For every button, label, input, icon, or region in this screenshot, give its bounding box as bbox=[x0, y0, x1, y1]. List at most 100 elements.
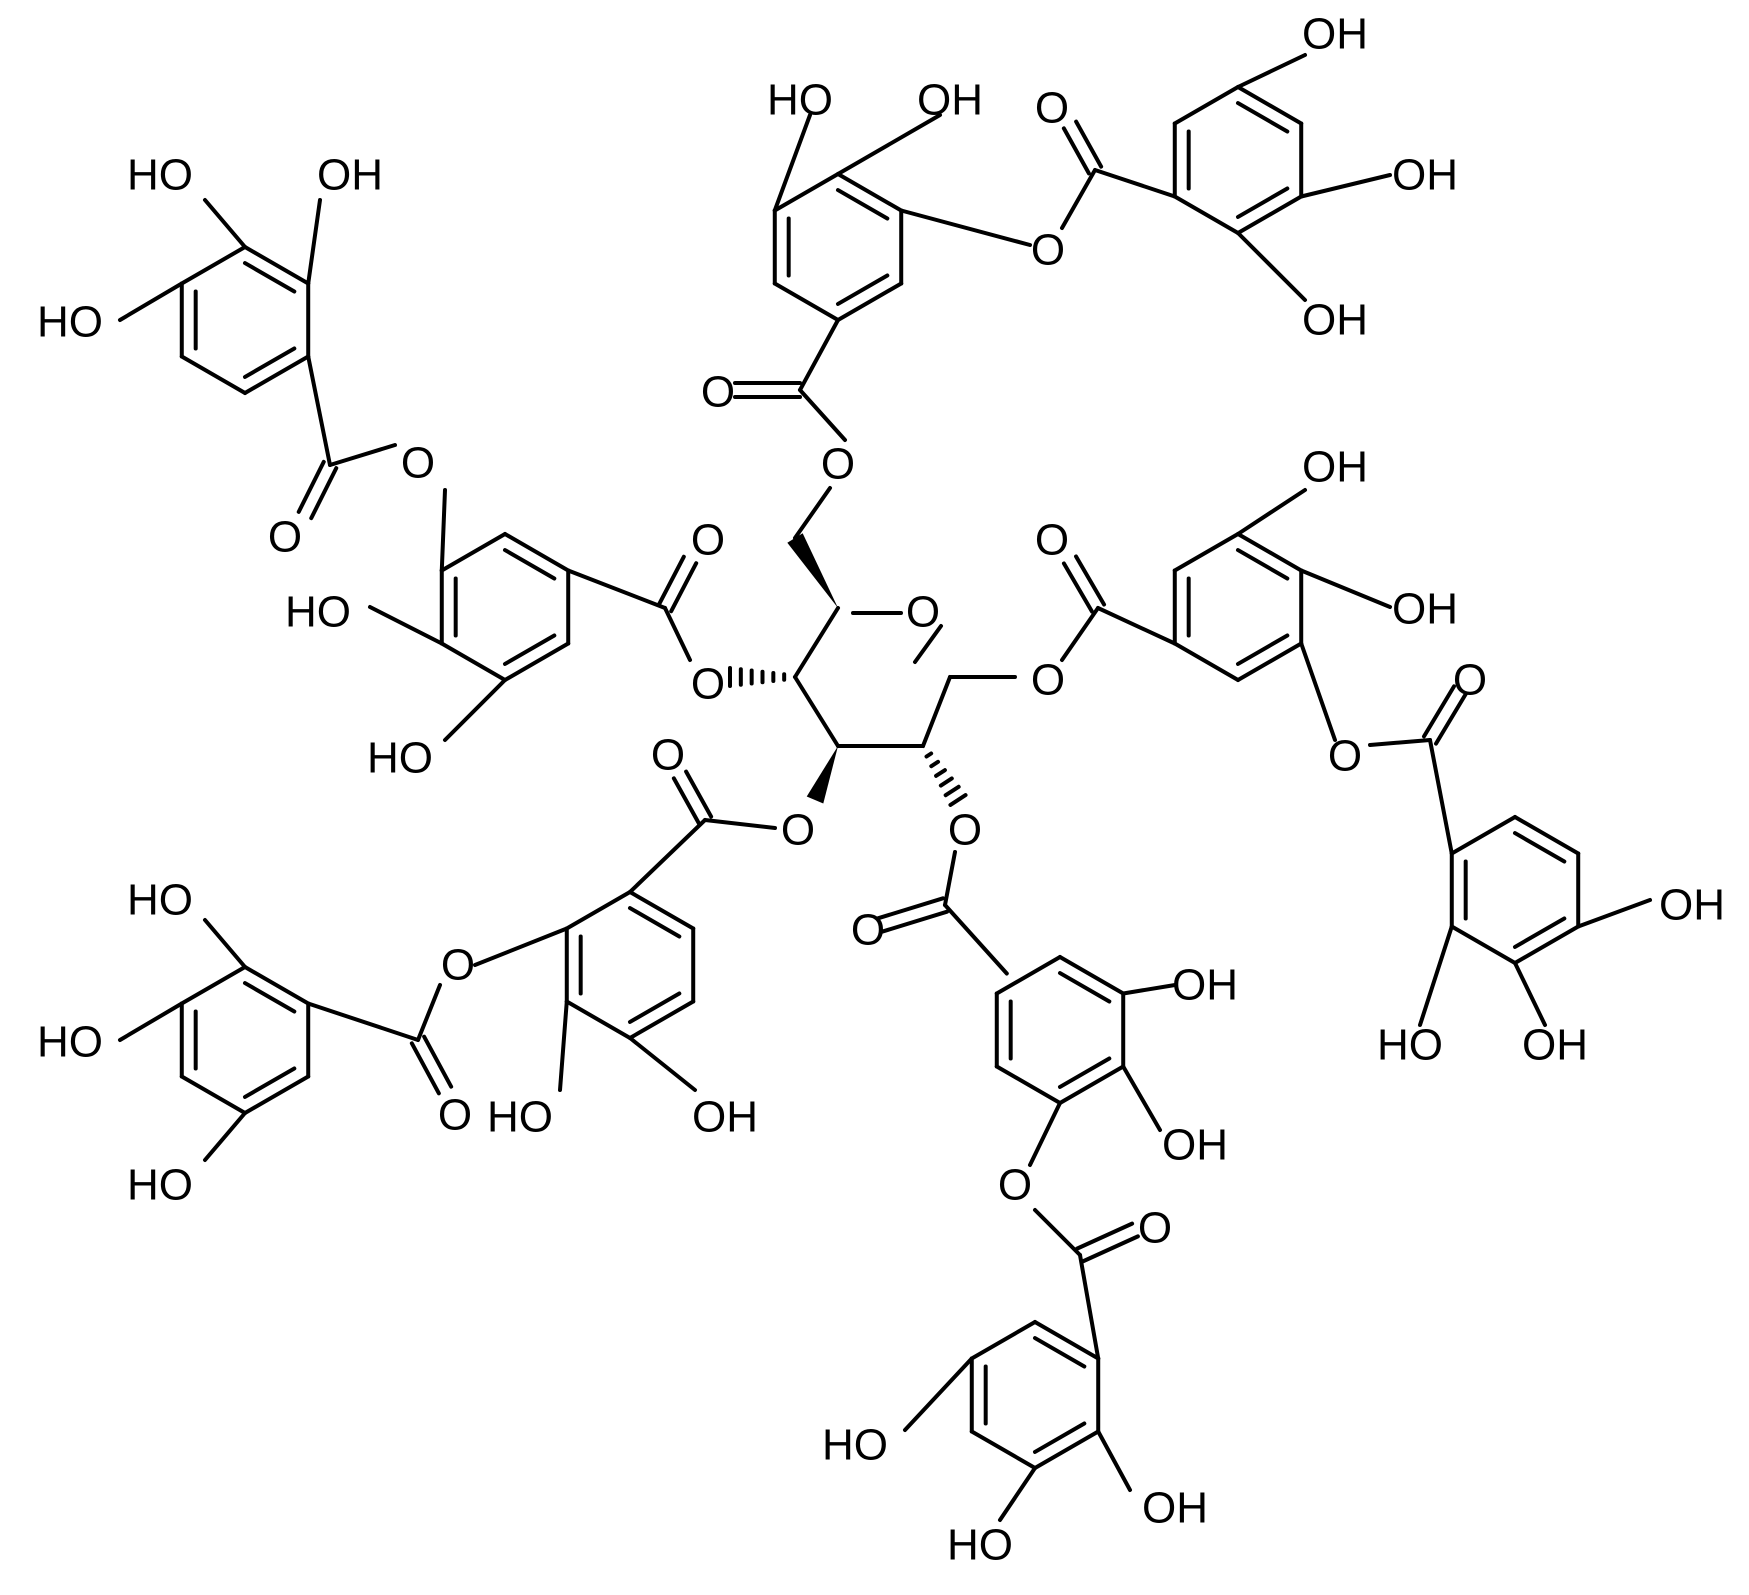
ring-d-bond bbox=[1449, 924, 1517, 965]
hydroxyl-bond bbox=[306, 198, 322, 286]
ester-bond bbox=[328, 443, 397, 467]
ring-h-bond bbox=[243, 1074, 311, 1115]
ring-d-bond bbox=[1449, 815, 1517, 856]
ester-oxygen-label: O bbox=[401, 439, 435, 488]
anomeric-oxygen-label: O bbox=[1031, 656, 1065, 705]
ester-bond bbox=[663, 606, 692, 662]
c4-oxygen-label: O bbox=[691, 660, 725, 709]
carbonyl-double-bond bbox=[1434, 691, 1469, 746]
c2-oxygen-label: O bbox=[948, 806, 982, 855]
hydroxyl-label: OH bbox=[317, 151, 383, 200]
carbonyl-double-bond bbox=[409, 1041, 441, 1096]
ester-aryl-bond bbox=[628, 818, 707, 894]
ring-g-bond bbox=[628, 890, 696, 931]
carbonyl-double-bond bbox=[671, 776, 701, 826]
ring-b-aromatic-bond bbox=[1236, 186, 1290, 219]
ester-bond bbox=[416, 983, 442, 1042]
ring-i-bond bbox=[1058, 1064, 1126, 1105]
ring-h-aromatic-bond bbox=[243, 1066, 297, 1099]
ring-e-bond bbox=[503, 641, 571, 682]
carbonyl-double-bond bbox=[422, 1034, 454, 1089]
carbonyl-double-bond bbox=[875, 896, 945, 921]
ester-oxygen-label: O bbox=[1328, 732, 1362, 781]
hydroxyl-label: OH bbox=[917, 76, 983, 125]
pyranose-ring-bond bbox=[793, 675, 840, 748]
carbonyl-double-bond bbox=[1421, 684, 1456, 739]
hydroxyl-label: HO bbox=[947, 1521, 1013, 1570]
hydroxyl-label: HO bbox=[127, 151, 193, 200]
ring-h-aromatic-bond bbox=[243, 981, 297, 1014]
hashed-bond-stripe bbox=[929, 759, 941, 769]
ring-d-aromatic-bond bbox=[1513, 831, 1567, 864]
ring-e-aromatic-bond bbox=[503, 633, 557, 666]
ring-i-bond bbox=[994, 955, 1062, 996]
hydroxyl-label: OH bbox=[1392, 151, 1458, 200]
c6-bond bbox=[793, 486, 832, 540]
ring-h-bond bbox=[179, 965, 247, 1006]
hydroxyl-bond bbox=[1236, 488, 1307, 536]
ester-oxygen-label: O bbox=[998, 1161, 1032, 1210]
ring-a-bond bbox=[772, 172, 840, 213]
stereo-bonds-layer bbox=[728, 533, 968, 807]
hashed-bond-stripe bbox=[948, 793, 968, 807]
pyranose-ring-bond bbox=[913, 624, 943, 664]
hydroxyl-bond bbox=[203, 918, 247, 969]
carbonyl-double-bond bbox=[1061, 561, 1094, 614]
carbonyl-double-bond bbox=[684, 769, 714, 819]
ring-g-aromatic-bond bbox=[628, 991, 682, 1024]
hydroxyl-label: HO bbox=[822, 1421, 888, 1470]
carbonyl-double-bond bbox=[880, 909, 950, 934]
hydroxyl-label: OH bbox=[1392, 585, 1458, 634]
aryl-ester-bond bbox=[1299, 641, 1337, 742]
ring-j-bond bbox=[1033, 1320, 1101, 1361]
hydroxyl-label: HO bbox=[1377, 1021, 1443, 1070]
pyranose-ring-bond bbox=[793, 606, 840, 679]
ring-c-bond bbox=[1236, 641, 1304, 682]
hydroxyl-bond bbox=[203, 198, 247, 249]
carbonyl-oxygen-label: O bbox=[1138, 1204, 1172, 1253]
hydroxyl-bond bbox=[903, 1356, 974, 1432]
ring-j-aromatic-bond bbox=[1033, 1336, 1087, 1369]
ring-f-aromatic-bond bbox=[243, 261, 297, 294]
ring-f-bond bbox=[243, 245, 311, 286]
carbonyl-double-bond bbox=[309, 466, 339, 521]
ring-i-aromatic-bond bbox=[1058, 971, 1112, 1004]
hydroxyl-bond bbox=[1096, 1429, 1132, 1492]
hydroxyl-label: OH bbox=[1302, 296, 1368, 345]
hydroxyl-bond bbox=[118, 1001, 184, 1042]
hydroxyl-label: HO bbox=[37, 298, 103, 347]
ester-oxygen-label: O bbox=[1031, 226, 1065, 275]
ring-f-bond bbox=[243, 354, 311, 395]
hydroxyl-label: OH bbox=[1142, 1484, 1208, 1533]
carbonyl-oxygen-label: O bbox=[438, 1091, 472, 1140]
hydroxyl-label: OH bbox=[1659, 881, 1725, 930]
ring-i-aromatic-bond bbox=[1058, 1056, 1112, 1089]
carbonyl-oxygen-label: O bbox=[1453, 656, 1487, 705]
ring-b-bond bbox=[1172, 85, 1240, 126]
hydroxyl-label: OH bbox=[1522, 1021, 1588, 1070]
ring-h-bond bbox=[243, 965, 311, 1006]
carbonyl-oxygen-label: O bbox=[691, 516, 725, 565]
ring-g-bond bbox=[628, 999, 696, 1040]
ring-j-aromatic-bond bbox=[1033, 1421, 1087, 1454]
hydroxyl-bond bbox=[558, 999, 569, 1092]
hydroxyl-bond bbox=[1121, 983, 1177, 996]
ring-e-bond bbox=[439, 641, 507, 682]
bonds-layer bbox=[118, 53, 1652, 1522]
hydroxyl-label: OH bbox=[1302, 443, 1368, 492]
ring-c-bond bbox=[1172, 532, 1240, 573]
hydroxyl-label: HO bbox=[127, 876, 193, 925]
ester-bond bbox=[703, 818, 777, 830]
aryl-ester-bond bbox=[899, 208, 1032, 247]
ring-g-aromatic-bond bbox=[628, 906, 682, 939]
carbonyl-oxygen-label: O bbox=[651, 731, 685, 780]
ring-f-aromatic-bond bbox=[243, 346, 297, 379]
ester-aryl-bond bbox=[1096, 606, 1177, 646]
hydroxyl-bond bbox=[1236, 231, 1307, 302]
wedge-bond bbox=[806, 746, 838, 804]
hydroxyl-label: HO bbox=[487, 1093, 553, 1142]
hydroxyl-label: OH bbox=[692, 1093, 758, 1142]
ring-e-aromatic-bond bbox=[503, 548, 557, 581]
hydroxyl-bond bbox=[1299, 173, 1392, 199]
